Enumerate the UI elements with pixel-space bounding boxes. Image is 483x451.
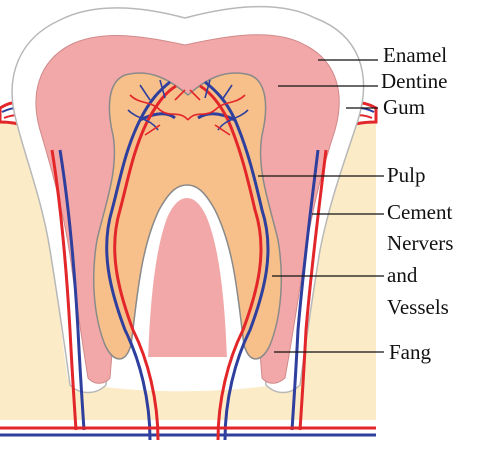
label-enamel: Enamel — [383, 44, 447, 66]
label-pulp: Pulp — [387, 164, 426, 186]
inter-root-dentine — [145, 195, 230, 360]
label-cement: Cement — [387, 201, 452, 223]
label-fang: Fang — [389, 341, 431, 363]
label-and: and — [387, 264, 417, 286]
label-nervers: Nervers — [387, 232, 453, 254]
label-gum: Gum — [383, 96, 425, 118]
label-dentine: Dentine — [381, 70, 447, 92]
label-vessels: Vessels — [387, 296, 449, 318]
